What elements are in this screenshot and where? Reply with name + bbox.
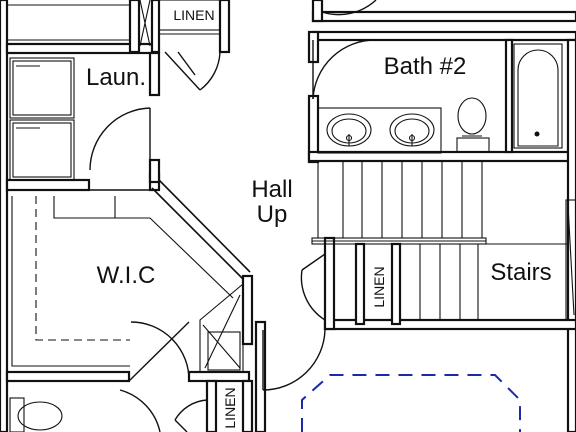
toilet-bottom <box>9 397 63 432</box>
linen-label-top: LINEN <box>173 7 214 23</box>
stair-treads <box>311 161 576 321</box>
bath-2-label: Bath #2 <box>384 53 467 80</box>
linen-closet-top <box>158 0 221 35</box>
bath-2-room <box>317 38 563 154</box>
laundry-label: Laun. <box>86 64 146 91</box>
linen-label-bottom: LINEN <box>222 387 238 428</box>
tray-ceiling <box>301 374 521 432</box>
hall-label: Hall <box>251 176 292 203</box>
laundry-door[interactable] <box>89 107 151 171</box>
wic-door[interactable] <box>128 321 190 382</box>
utility-closet <box>199 282 244 373</box>
hall-up-label: Up <box>257 201 288 228</box>
sink <box>389 113 435 147</box>
wic-shelving <box>11 196 234 367</box>
bottom-linen-door[interactable] <box>119 389 208 432</box>
top-left-closet <box>7 0 151 47</box>
stair-linen-door[interactable] <box>300 253 326 321</box>
stairs-label: Stairs <box>490 259 551 286</box>
wic-label: W.I.C <box>97 262 156 289</box>
sink-accent <box>326 113 372 147</box>
laundry-room <box>9 51 161 184</box>
linen-label-stairs: LINEN <box>371 266 387 307</box>
bath-2-door[interactable] <box>312 39 376 100</box>
linen-closet-top-door[interactable] <box>164 51 221 91</box>
hall-door[interactable] <box>262 329 326 391</box>
